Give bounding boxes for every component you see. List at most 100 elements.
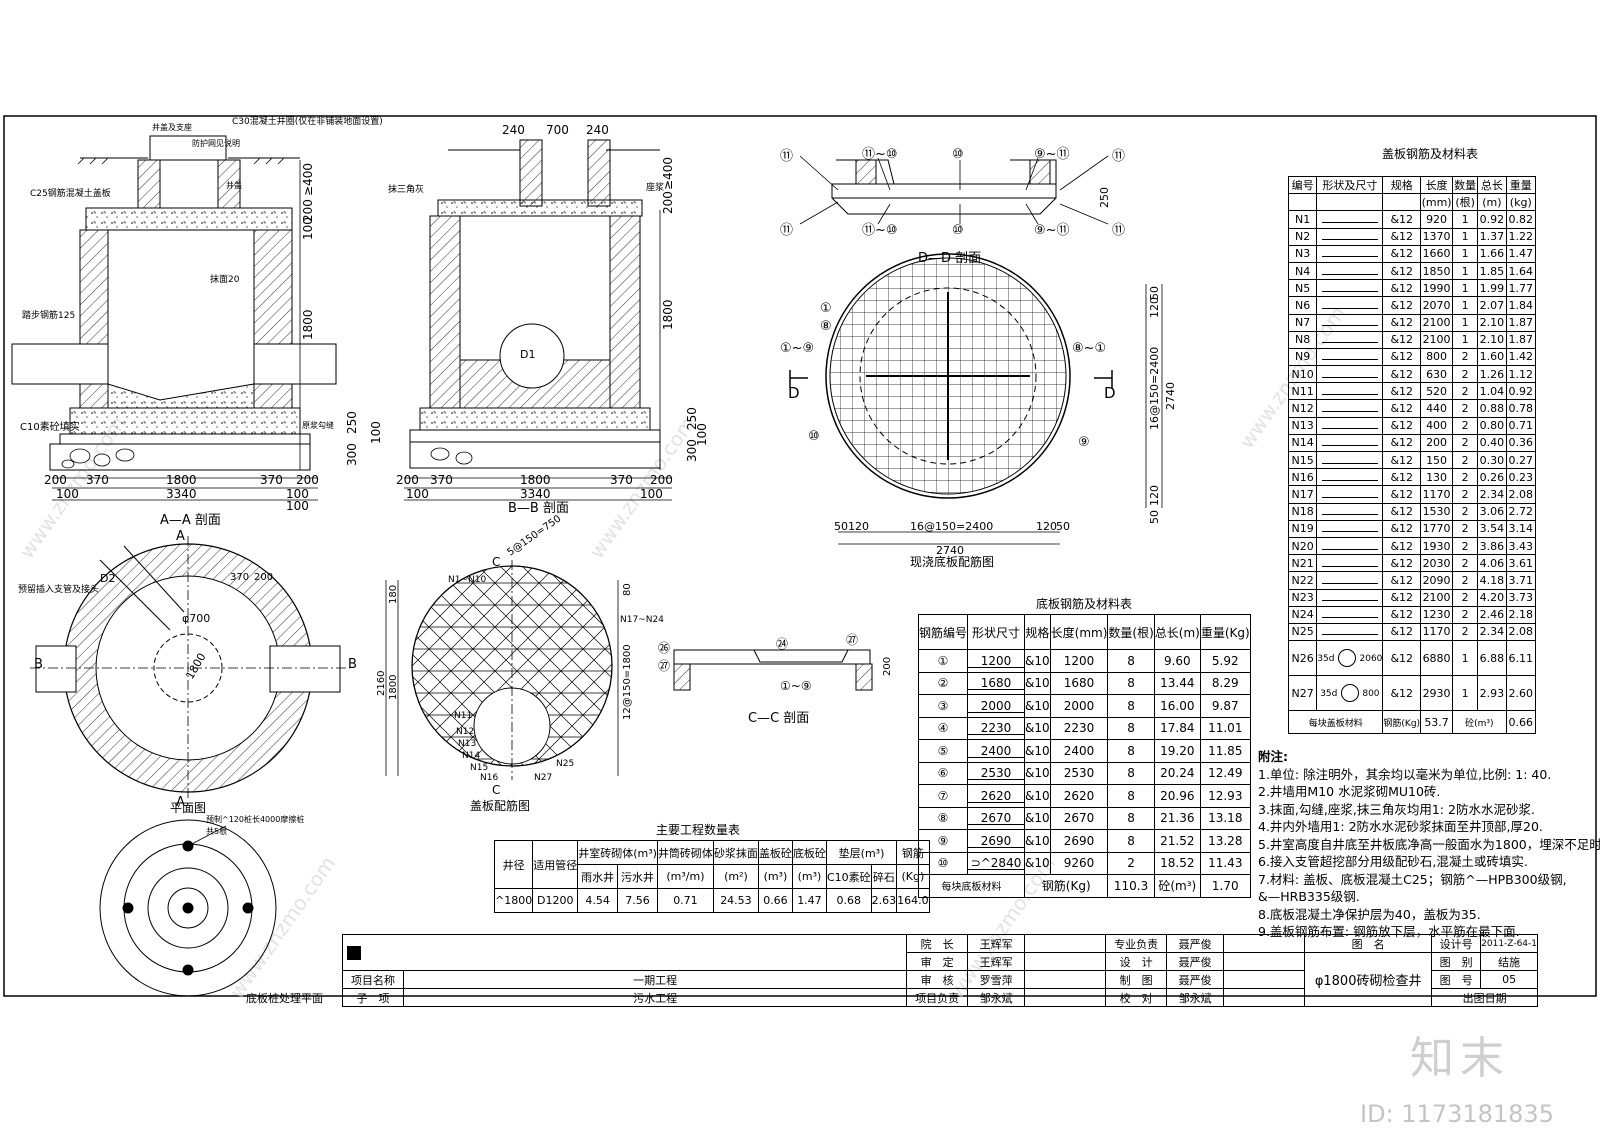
table-cell: &12	[1382, 485, 1422, 504]
title-cell: 聂严俊	[1166, 970, 1225, 989]
subheader-cell: C10素砼	[825, 864, 872, 889]
table-cell: 20.24	[1153, 761, 1201, 785]
table-cell: 1.04	[1477, 382, 1507, 401]
table-cell: 1.85	[1477, 261, 1507, 281]
table-cell: N22	[1287, 571, 1318, 590]
table-cell: &10	[1024, 671, 1051, 695]
table-cell: 1.26	[1477, 365, 1507, 384]
table-cell: 6880	[1420, 640, 1454, 677]
dim-text: 100	[640, 487, 663, 501]
table-cell: N8	[1287, 330, 1318, 349]
table-cell: 1	[1452, 640, 1479, 677]
callout: ⑩	[952, 223, 964, 238]
note-item: 2.井墙用M10 水泥浆砌MU10砖.	[1258, 784, 1441, 799]
label: D1	[520, 348, 535, 361]
dim-text: 370	[610, 473, 633, 487]
section-mark: D	[788, 384, 800, 402]
unit-cell: (m)	[1477, 193, 1507, 212]
table-cell: 4.06	[1477, 554, 1507, 573]
table-cell: 2030	[1420, 554, 1454, 573]
rebar-shape-icon	[1321, 411, 1378, 413]
dim-text: 16@150=2400	[910, 520, 993, 533]
table-cell: 2	[1452, 485, 1479, 504]
table-cell: 8	[1107, 671, 1155, 695]
note-item: &—HRB335级钢.	[1258, 889, 1360, 904]
title-cell: 院 长	[906, 934, 969, 953]
table-cell: 1	[1452, 261, 1479, 281]
label: 抹面20	[210, 273, 240, 285]
table-cell: 11.01	[1199, 716, 1251, 740]
table-cell: 2.46	[1477, 605, 1507, 624]
shape-cell	[1316, 571, 1384, 590]
table-cell: N6	[1287, 296, 1318, 315]
watermark-text: www.znzmo.com	[224, 852, 340, 1003]
footer-label: 钢筋(Kg)	[1382, 710, 1422, 735]
label: N16	[480, 773, 498, 783]
table-cell: 0.71	[1505, 416, 1537, 435]
note-item: 4.井内外墙用1: 2防水水泥砂浆抹面至井顶部,厚20.	[1258, 819, 1543, 834]
table-cell: 2	[1452, 399, 1479, 418]
label: 5@150=750	[505, 513, 563, 558]
table-cell: 0.68	[825, 888, 872, 913]
table-cell: &12	[1382, 571, 1422, 590]
dim-text: 250	[345, 411, 359, 434]
label: N1~N10	[448, 575, 486, 585]
table-cell: 1.87	[1505, 330, 1537, 349]
label: 预制^120桩长4000摩擦桩	[206, 814, 304, 824]
rebar-shape-label: 1200	[968, 655, 1024, 668]
table-cell: 1.66	[1477, 244, 1507, 263]
rebar-shape-icon	[1321, 548, 1378, 550]
title-cell: 项目名称	[342, 970, 404, 989]
table-cell: &10	[1024, 716, 1051, 740]
dim-text: 120	[1148, 297, 1161, 318]
table-cell: 0.92	[1477, 210, 1507, 229]
table-cell: 440	[1420, 399, 1454, 418]
table-cell: 8	[1107, 739, 1155, 763]
table-cell: 2	[1452, 433, 1479, 453]
label: 预留插入支管及接头	[18, 583, 99, 595]
label: C30混凝土井圈(仅在非铺装地面设置)	[232, 115, 383, 127]
column-header: 形状及尺寸	[1316, 175, 1384, 195]
table-cell: 2400	[1049, 739, 1109, 763]
dim-text: 100	[695, 423, 709, 446]
shape-cell	[1316, 433, 1384, 453]
subheader-cell: 雨水井	[577, 864, 619, 889]
label: N15	[470, 763, 488, 773]
dim-text: ≥400	[661, 157, 675, 190]
callout: ⑪	[1112, 149, 1125, 164]
table-cell: N14	[1287, 433, 1318, 453]
table-cell: &12	[1382, 450, 1422, 470]
label: 抹三角灰	[388, 183, 424, 195]
rebar-shape-label: 2690	[968, 835, 1024, 848]
table-cell: &12	[1382, 588, 1422, 607]
label: D2	[100, 572, 115, 585]
table-row: ^1800 D1200 4.54 7.56 0.71 24.53 0.66 1.…	[493, 888, 930, 913]
table-cell: ③	[917, 694, 969, 718]
rebar-shape-icon	[1321, 256, 1378, 258]
callout: ⑪~⑩	[862, 147, 898, 162]
gai-rebar-table: 编号 形状及尺寸 规格 长度 数量 总长 重量 (mm) (根) (m) (kg…	[1287, 175, 1537, 735]
table-cell: &12	[1382, 261, 1422, 281]
shape-cell	[1316, 279, 1384, 298]
dim-text: 240	[586, 123, 609, 137]
subheader-cell: (m³)	[791, 864, 827, 889]
title-cell: 图 号	[1431, 970, 1482, 989]
hook-shape-icon	[1338, 649, 1356, 668]
section-mark: C	[492, 555, 500, 569]
table-header-row: 编号 形状及尺寸 规格 长度 数量 总长 重量	[1287, 175, 1537, 195]
hook-shape-icon	[1340, 684, 1359, 703]
table-cell: &12	[1382, 605, 1422, 624]
table-cell: 1.64	[1505, 261, 1537, 281]
dim-text: 16@150=2400	[1148, 347, 1161, 430]
